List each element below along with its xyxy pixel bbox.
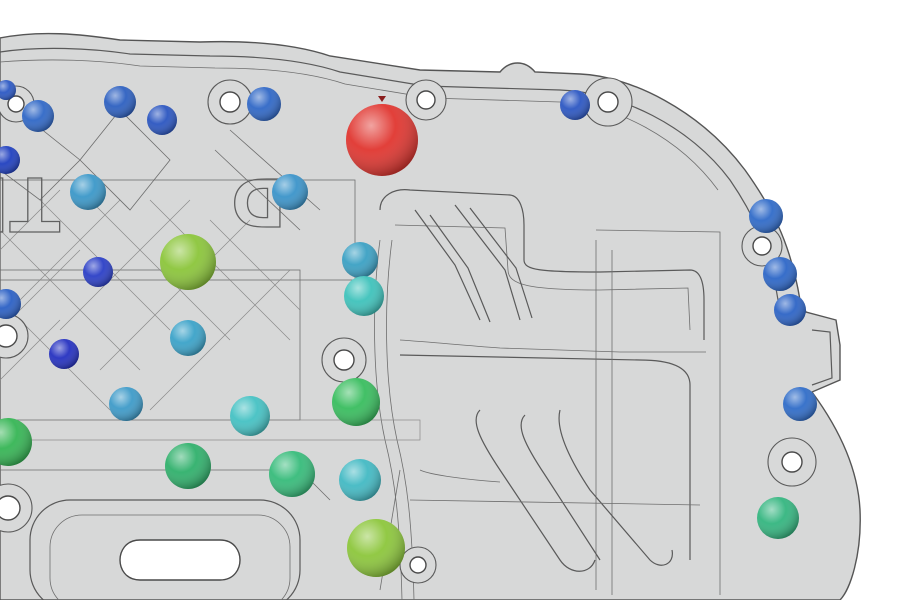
marker-sphere[interactable] [344, 276, 384, 316]
marker-sphere[interactable] [774, 294, 806, 326]
selected-marker-pointer-icon [378, 96, 386, 102]
hole-9 [409, 556, 427, 574]
marker-sphere-shading [0, 80, 16, 100]
hole-8 [0, 495, 21, 521]
marker-sphere-shading [342, 242, 378, 278]
marker-sphere-shading [783, 387, 817, 421]
marker-sphere[interactable] [749, 199, 783, 233]
marker-sphere[interactable] [165, 443, 211, 489]
marker-sphere[interactable] [104, 86, 136, 118]
bottom-cutouts [0, 419, 421, 600]
marker-sphere[interactable] [272, 174, 308, 210]
marker-sphere[interactable] [346, 104, 418, 176]
marker-sphere-shading [230, 396, 270, 436]
hole-2 [416, 90, 436, 110]
marker-sphere[interactable] [247, 87, 281, 121]
marker-sphere-shading [0, 418, 32, 466]
marker-sphere[interactable] [160, 234, 216, 290]
marker-sphere-shading [83, 257, 113, 287]
marker-sphere[interactable] [757, 497, 799, 539]
marker-sphere[interactable] [147, 105, 177, 135]
marker-sphere[interactable] [22, 100, 54, 132]
marker-sphere[interactable] [70, 174, 106, 210]
part-outline [0, 32, 861, 600]
marker-sphere-shading [109, 387, 143, 421]
marker-sphere[interactable] [83, 257, 113, 287]
marker-sphere[interactable] [170, 320, 206, 356]
marker-sphere-shading [49, 339, 79, 369]
marker-sphere-shading [170, 320, 206, 356]
marker-sphere[interactable] [0, 80, 16, 100]
marker-sphere[interactable] [269, 451, 315, 497]
hole-3 [597, 91, 619, 113]
marker-sphere[interactable] [560, 90, 590, 120]
marker-sphere[interactable] [49, 339, 79, 369]
marker-sphere-shading [332, 378, 380, 426]
marker-sphere[interactable] [109, 387, 143, 421]
marker-sphere-shading [165, 443, 211, 489]
marker-sphere-shading [104, 86, 136, 118]
marker-sphere-shading [339, 459, 381, 501]
marker-sphere[interactable] [0, 289, 21, 319]
right-pockets [374, 189, 721, 600]
mounting-holes [0, 77, 817, 584]
marker-sphere-shading [0, 289, 21, 319]
marker-sphere[interactable] [0, 418, 32, 466]
marker-sphere-shading [0, 146, 20, 174]
marker-sphere[interactable] [339, 459, 381, 501]
slot-cutout [119, 539, 241, 581]
embossed-text: TBA [0, 160, 60, 246]
marker-sphere-shading [147, 105, 177, 135]
marker-sphere[interactable] [332, 378, 380, 426]
marker-sphere[interactable] [342, 242, 378, 278]
marker-sphere-shading [757, 497, 799, 539]
marker-sphere[interactable] [347, 519, 405, 577]
marker-sphere-shading [22, 100, 54, 132]
hole-6 [333, 349, 355, 371]
marker-sphere-shading [347, 519, 405, 577]
marker-sphere-shading [749, 199, 783, 233]
marker-sphere-shading [763, 257, 797, 291]
hole-10 [7, 95, 25, 113]
hole-1 [219, 91, 241, 113]
marker-sphere-shading [70, 174, 106, 210]
marker-sphere[interactable] [763, 257, 797, 291]
marker-sphere-shading [247, 87, 281, 121]
marker-sphere-shading [160, 234, 216, 290]
marker-sphere[interactable] [230, 396, 270, 436]
hole-7 [0, 324, 18, 348]
hole-5 [781, 451, 803, 473]
hole-4 [752, 236, 772, 256]
marker-sphere-shading [346, 104, 418, 176]
marker-sphere[interactable] [783, 387, 817, 421]
marker-layer [0, 80, 817, 577]
marker-sphere-shading [344, 276, 384, 316]
marker-sphere-shading [774, 294, 806, 326]
marker-sphere-shading [560, 90, 590, 120]
marker-sphere-shading [269, 451, 315, 497]
marker-sphere[interactable] [0, 146, 20, 174]
marker-sphere-shading [272, 174, 308, 210]
